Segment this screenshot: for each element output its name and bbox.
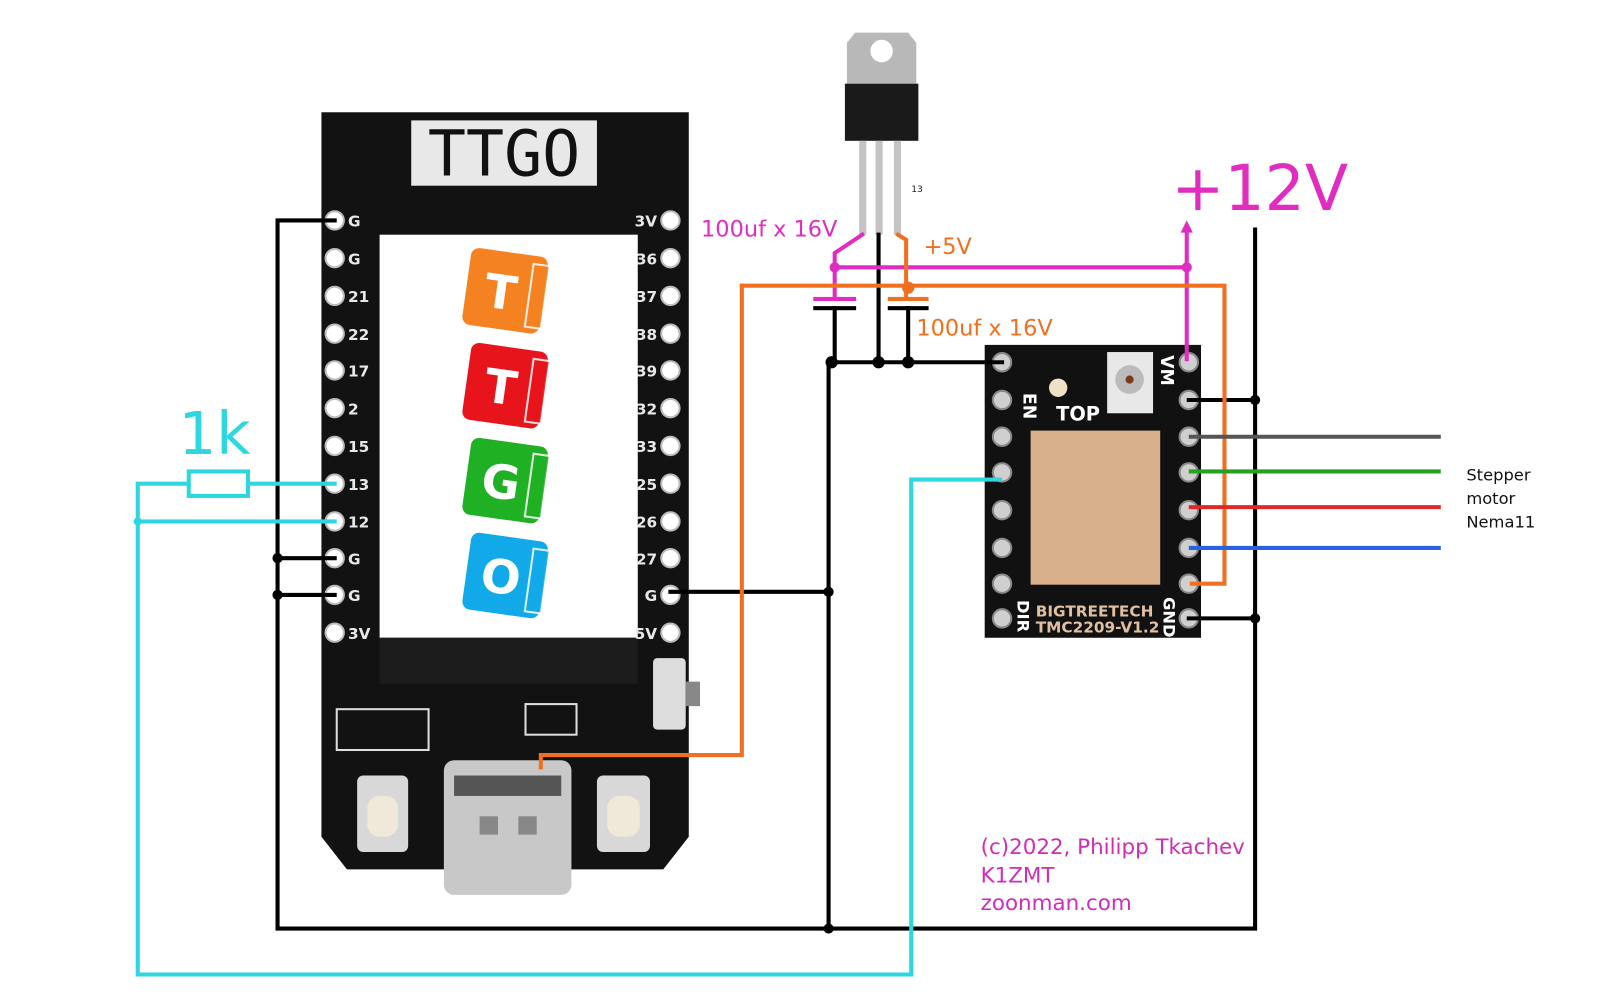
motor-label-line: Nema11 — [1466, 513, 1535, 532]
logo-cube: G — [462, 437, 551, 524]
resistor-label: 1k — [179, 399, 252, 468]
cube-letter: G — [478, 453, 524, 513]
driver-heatpad — [1030, 430, 1161, 585]
pin-label: 38 — [636, 326, 657, 344]
pin-label: 26 — [636, 514, 657, 532]
pin-label: 39 — [636, 363, 657, 381]
logo-cube: O — [462, 532, 551, 619]
driver-top-label: TOP — [1056, 402, 1100, 425]
driver-brand: BIGTREETECH — [1036, 602, 1154, 620]
power-switch[interactable] — [653, 658, 686, 730]
driver-vm-label: VM — [1156, 355, 1176, 386]
pin-label: G — [348, 550, 361, 568]
driver-model: TMC2209-V1.2 — [1036, 619, 1160, 637]
pin-label: 3V — [348, 625, 371, 643]
pin-hole — [660, 473, 681, 494]
credit-line: K1ZMT — [981, 864, 1056, 889]
pin-hole — [660, 397, 681, 419]
motor-label: Stepper motor Nema11 — [1466, 466, 1535, 532]
pin-hole — [324, 323, 345, 344]
pin-label: 25 — [636, 476, 657, 494]
pin-label: G — [348, 213, 361, 231]
driver-pin — [991, 389, 1013, 411]
pin-label: 13 — [348, 476, 369, 494]
ttgo-label-box — [411, 120, 597, 186]
pin-hole — [324, 397, 345, 419]
pin-label: 21 — [348, 288, 369, 306]
regulator-note: 13 — [911, 184, 923, 195]
pin-hole — [660, 547, 681, 569]
motor-label-line: motor — [1466, 489, 1515, 508]
driver-en-label: EN — [1018, 393, 1038, 419]
pin-label: G — [645, 587, 658, 605]
logo-cube: T — [462, 248, 551, 334]
credit-line: (c)2022, Philipp Tkachev — [981, 835, 1246, 860]
driver-pin — [1178, 500, 1199, 521]
pin-label: 33 — [636, 438, 657, 456]
pin-hole — [660, 285, 681, 307]
pin-label: 3V — [635, 213, 658, 231]
credit-line: zoonman.com — [981, 891, 1132, 916]
pin-label: 15 — [348, 438, 369, 456]
resistor-1k — [186, 469, 250, 498]
pin-label: 5V — [635, 625, 658, 643]
driver-pin — [991, 537, 1013, 559]
driver-pin — [991, 426, 1013, 447]
motor-wires — [1188, 434, 1441, 550]
pin-hole — [324, 622, 345, 643]
input-cap-label: 100uf x 16V — [701, 217, 838, 243]
pin-hole — [324, 435, 345, 457]
driver-pin — [991, 608, 1013, 629]
pin-hole — [660, 584, 681, 606]
12v-label: +12V — [1171, 151, 1348, 225]
signal-wires — [135, 469, 1003, 977]
tmc2209-driver: TOP EN VM DIR GND BIGTREETECH TMC2209-V1… — [984, 344, 1202, 638]
5v-label: +5V — [923, 234, 972, 260]
output-cap-label: 100uf x 16V — [916, 316, 1053, 342]
pin-label: G — [348, 587, 361, 605]
driver-pin — [991, 500, 1013, 521]
cube-letter: O — [477, 548, 524, 608]
pin-hole — [660, 511, 681, 532]
ground-junctions — [272, 356, 1261, 934]
ttgo-title: TTGO — [428, 117, 580, 191]
pin-label: 37 — [636, 288, 657, 306]
cube-letter: T — [481, 359, 520, 418]
motor-label-line: Stepper — [1466, 466, 1531, 485]
driver-pin — [991, 573, 1013, 594]
pin-hole — [660, 435, 681, 457]
pin-hole — [324, 360, 345, 381]
voltage-regulator-7805: 13 — [844, 32, 923, 235]
pin-hole — [324, 285, 345, 307]
pin-hole — [660, 210, 681, 231]
ground-wires — [275, 218, 1258, 931]
driver-dir-label: DIR — [1013, 600, 1032, 633]
pin-label: 22 — [348, 326, 369, 344]
pin-hole — [324, 247, 345, 269]
pin-hole — [660, 360, 681, 381]
pin-label: 36 — [636, 250, 657, 268]
pin-hole — [660, 323, 681, 344]
credits: (c)2022, Philipp Tkachev K1ZMT zoonman.c… — [981, 835, 1246, 916]
pin-label: 17 — [348, 363, 369, 381]
driver-gnd-label: GND — [1159, 597, 1178, 638]
pin-label: 27 — [636, 550, 657, 568]
logo-cube: T — [462, 342, 551, 429]
pin-label: 32 — [636, 400, 657, 418]
pin-hole — [660, 622, 681, 643]
pin-label: 2 — [348, 400, 359, 418]
cube-letter: T — [481, 264, 520, 323]
pin-label: 12 — [348, 514, 369, 532]
pin-label: G — [348, 250, 361, 268]
pin-hole — [660, 247, 681, 269]
